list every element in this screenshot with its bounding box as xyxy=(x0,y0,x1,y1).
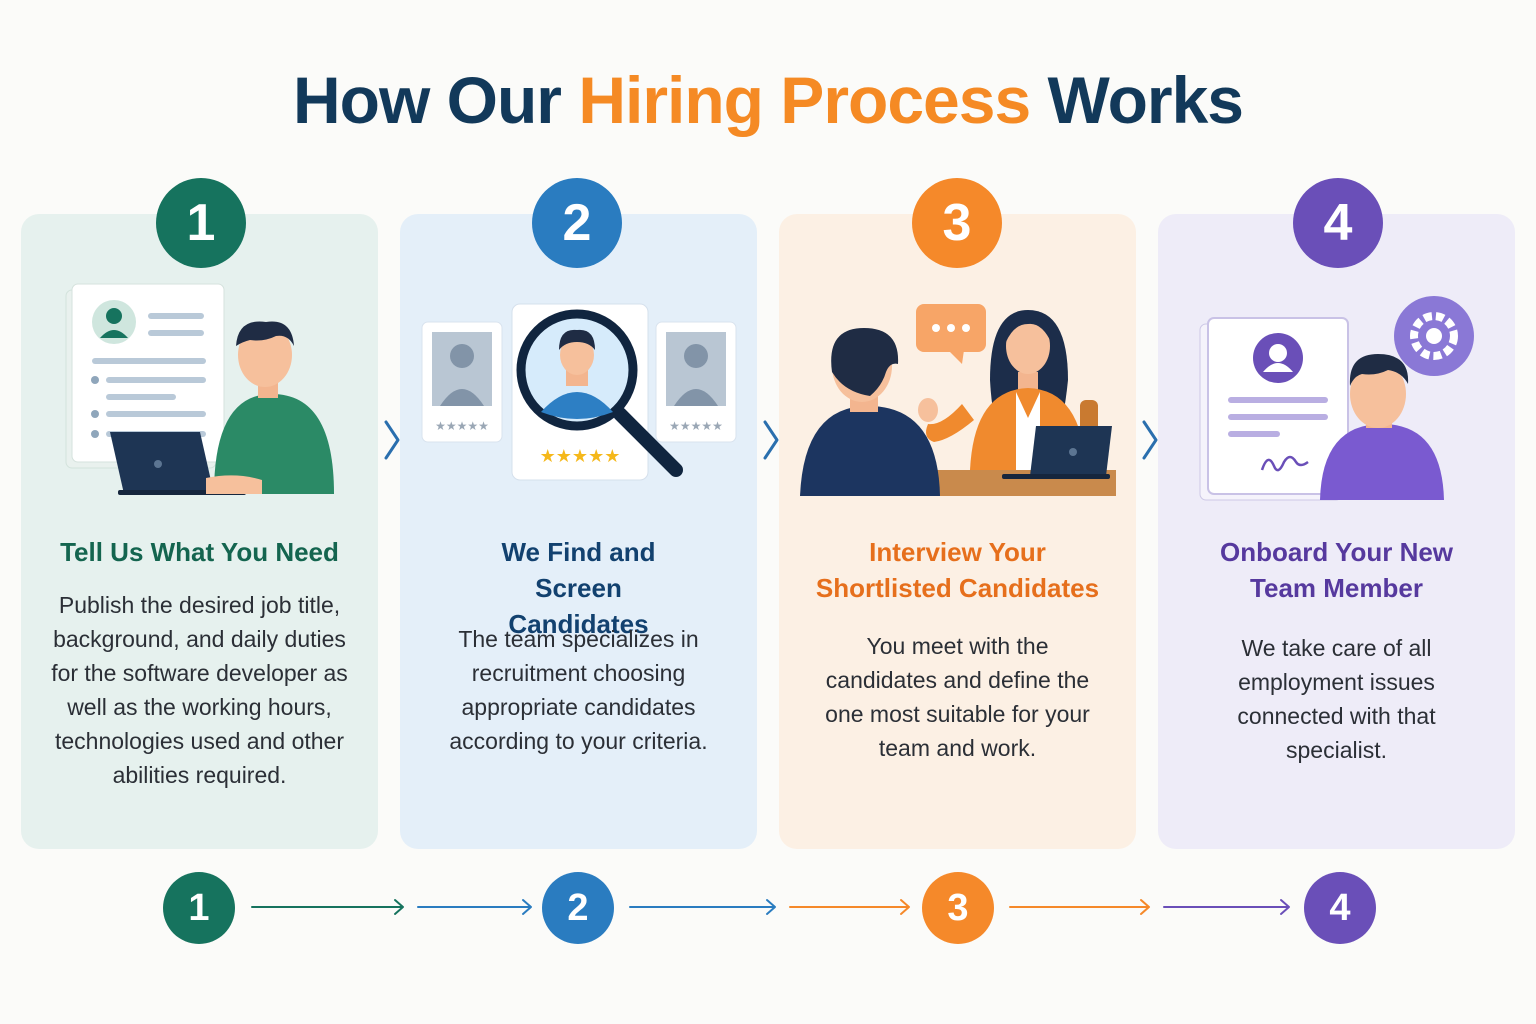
flow-step-1: 1 xyxy=(163,872,235,944)
arrow-right-icon xyxy=(629,899,776,915)
step-badge-1: 1 xyxy=(156,178,246,268)
svg-text:★★★★★: ★★★★★ xyxy=(540,446,621,467)
step-title-3: Interview Your Shortlisted Candidates xyxy=(815,537,1100,603)
arrow-right-icon xyxy=(251,899,404,915)
interview-icon xyxy=(800,304,1116,496)
flow-step-4: 4 xyxy=(1304,872,1376,944)
chevron-right-icon xyxy=(1142,420,1158,460)
svg-text:★★★★★: ★★★★★ xyxy=(669,419,723,433)
title-highlight: Hiring Process xyxy=(578,63,1031,137)
arrow-right-icon xyxy=(1009,899,1150,915)
process-flow-arrows xyxy=(251,899,1290,915)
step-badge-3: 3 xyxy=(912,178,1002,268)
step-badge-2: 2 xyxy=(532,178,622,268)
illustrations: ★★★★★ ★★★★★ ★★★★★ xyxy=(65,283,1474,501)
step-title-1: Tell Us What You Need xyxy=(60,537,339,567)
title-part-1: How Our xyxy=(292,63,562,137)
flow-step-2: 2 xyxy=(542,872,614,944)
page-title: How Our Hiring Process Works xyxy=(0,62,1536,138)
arrow-right-icon xyxy=(789,899,910,915)
step-title-4: Onboard Your New Team Member xyxy=(1219,537,1454,603)
step-description-2: The team specializes in recruitment choo… xyxy=(449,626,708,754)
flow-step-3: 3 xyxy=(922,872,994,944)
arrow-right-icon xyxy=(417,899,532,915)
job-posting-laptop-icon xyxy=(65,283,334,495)
step-badge-4: 4 xyxy=(1293,178,1383,268)
chevron-right-icon xyxy=(763,420,779,460)
title-part-2: Works xyxy=(1047,63,1245,137)
onboarding-contract-icon xyxy=(1199,296,1474,501)
step-description-3: You meet with the candidates and define … xyxy=(825,633,1090,761)
arrow-right-icon xyxy=(1163,899,1290,915)
step-description-4: We take care of all employment issues co… xyxy=(1237,635,1436,763)
step-description-1: Publish the desired job title, backgroun… xyxy=(51,592,348,788)
svg-text:★★★★★: ★★★★★ xyxy=(435,419,489,433)
magnifier-candidate-icon: ★★★★★ ★★★★★ ★★★★★ xyxy=(421,303,737,481)
chevron-right-icon xyxy=(384,420,400,460)
step-title-2: We Find and Screen Candidates xyxy=(501,537,656,639)
